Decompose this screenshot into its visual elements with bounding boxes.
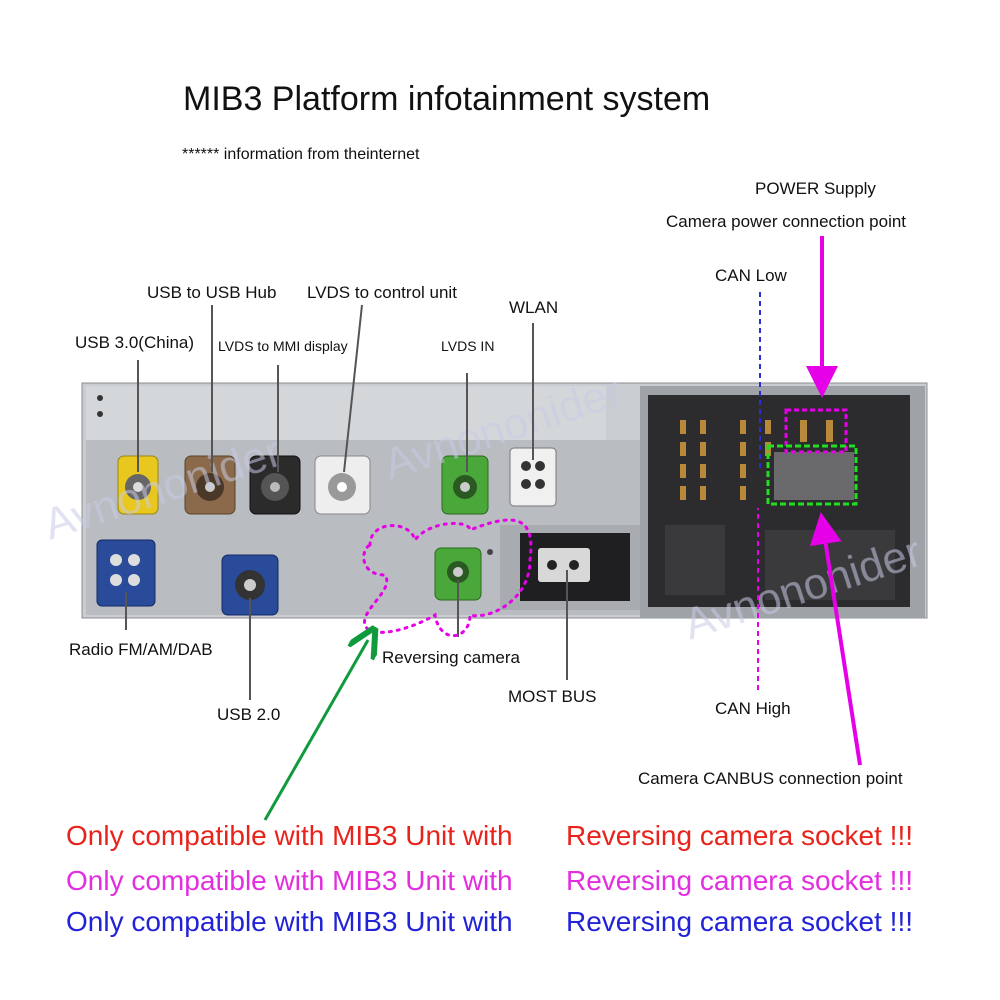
warning-1-part1: Only compatible with MIB3 Unit with: [66, 820, 513, 851]
label-camera-power: Camera power connection point: [666, 212, 907, 231]
warning-3-part1: Only compatible with MIB3 Unit with: [66, 906, 513, 937]
connector-usb20: [221, 554, 279, 616]
power-highlight-box: [784, 408, 848, 454]
can-highlight-box: [766, 444, 858, 506]
label-lvds-in: LVDS IN: [441, 338, 495, 354]
label-radio: Radio FM/AM/DAB: [69, 640, 213, 659]
warning-3-part2: Reversing camera socket !!!: [566, 906, 914, 937]
label-can-low: CAN Low: [715, 266, 787, 285]
label-usb-hub: USB to USB Hub: [147, 283, 277, 302]
warning-1-part2: Reversing camera socket !!!: [566, 820, 914, 851]
reversing-camera-highlight: [362, 518, 533, 638]
label-lvds-mmi: LVDS to MMI display: [218, 338, 348, 354]
connector-usb30: [117, 455, 159, 515]
connector-lvds-in: [441, 455, 489, 515]
label-power-supply: POWER Supply: [755, 179, 876, 198]
connector-usb-hub: [184, 455, 236, 515]
page-title: MIB3 Platform infotainment system: [183, 80, 711, 118]
connector-lvds-mmi: [249, 455, 301, 515]
connector-wlan: [509, 447, 557, 507]
main-connector-pins: [680, 420, 833, 500]
connector-radio: [96, 539, 156, 607]
warning-2-part1: Only compatible with MIB3 Unit with: [66, 865, 513, 896]
label-camera-canbus: Camera CANBUS connection point: [638, 769, 903, 788]
source-note: ****** information from theinternet: [182, 146, 420, 163]
label-reversing-camera: Reversing camera: [382, 648, 520, 667]
can-pin-block: [774, 452, 854, 500]
label-wlan: WLAN: [509, 298, 559, 317]
warning-line-2: Only compatible with MIB3 Unit with Reve…: [66, 865, 913, 896]
label-most-bus: MOST BUS: [508, 687, 597, 706]
warning-line-1: Only compatible with MIB3 Unit with Reve…: [66, 820, 913, 851]
label-can-high: CAN High: [715, 699, 791, 718]
canbus-arrow: [809, 512, 862, 766]
leader-lines: [125, 304, 568, 700]
connector-reversing-camera: [434, 547, 482, 601]
label-usb20: USB 2.0: [217, 705, 281, 724]
label-lvds-control: LVDS to control unit: [307, 283, 457, 302]
compatibility-arrow: [263, 640, 368, 821]
connector-lvds-control: [314, 455, 371, 515]
warning-line-3: Only compatible with MIB3 Unit with Reve…: [66, 906, 913, 937]
label-usb30: USB 3.0(China): [75, 333, 195, 352]
connector-most-bus: [538, 548, 590, 582]
warning-2-part2: Reversing camera socket !!!: [566, 865, 914, 896]
